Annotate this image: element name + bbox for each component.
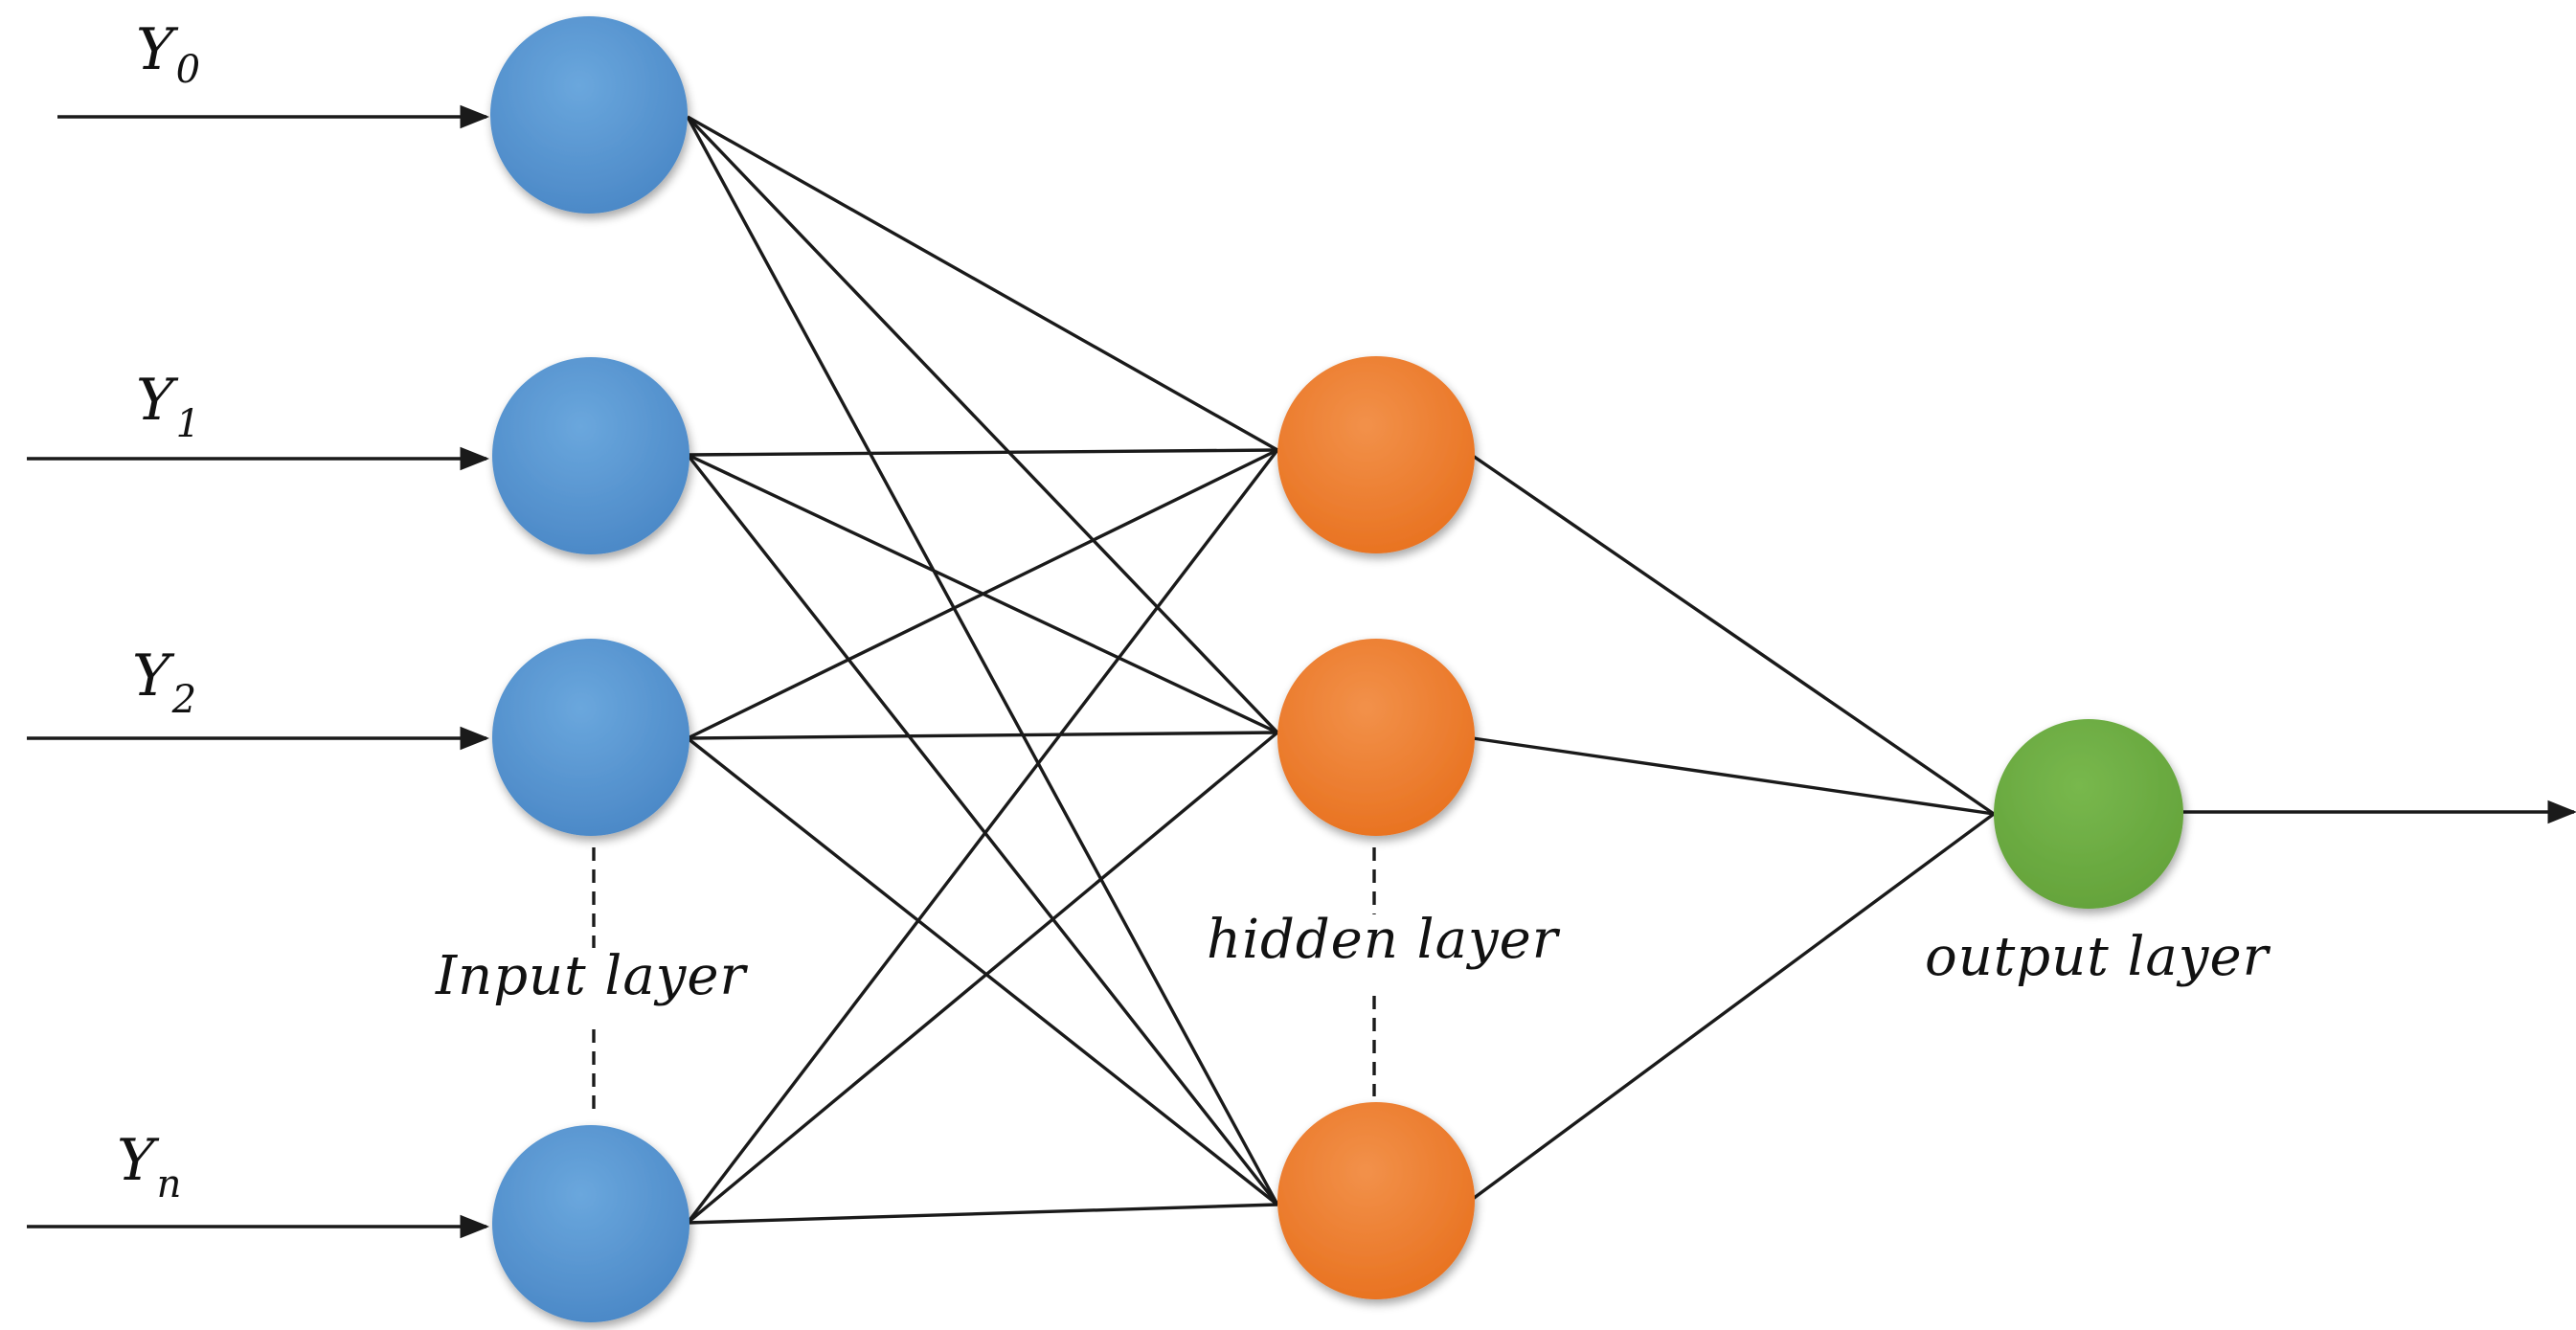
input-variable-labels: Y0 Y1 Y2 Yn — [117, 16, 200, 1206]
edge-inn-h0 — [686, 448, 1279, 1225]
input-label-1-sub: 1 — [176, 402, 200, 446]
edge-in0-h1 — [686, 115, 1279, 734]
input-node-n — [492, 1125, 689, 1322]
input-label-2: Y2 — [132, 642, 196, 722]
edge-in2-h0 — [687, 448, 1278, 740]
input-label-1-base: Y — [136, 367, 179, 434]
output-layer-label: output layer — [1925, 926, 2271, 988]
input-label-0: Y0 — [136, 16, 200, 92]
edge-h2-out — [1471, 812, 1996, 1201]
input-label-n: Yn — [117, 1127, 181, 1206]
input-label-0-sub: 0 — [176, 48, 200, 92]
edge-in0-h0 — [687, 115, 1278, 452]
edge-in0-h2 — [686, 116, 1279, 1206]
hidden-layer-nodes — [1277, 356, 1475, 1299]
input-label-n-sub: n — [157, 1162, 182, 1206]
output-node — [1994, 719, 2183, 909]
edge-in2-h2 — [686, 736, 1279, 1206]
edge-h1-out — [1472, 736, 1995, 816]
input-layer-label: Input layer — [435, 945, 748, 1007]
hidden-layer-label: hidden layer — [1207, 909, 1561, 971]
input-label-n-base: Y — [117, 1127, 160, 1194]
hidden-output-connections — [1471, 454, 1996, 1201]
edge-h0-out — [1472, 454, 1995, 816]
input-node-0 — [490, 16, 688, 214]
input-layer-nodes — [490, 16, 689, 1322]
edge-in2-h1 — [687, 731, 1278, 740]
edge-inn-h1 — [686, 731, 1279, 1225]
edge-in1-h2 — [686, 453, 1279, 1206]
hidden-node-0 — [1277, 356, 1475, 553]
input-label-2-sub: 2 — [171, 678, 196, 722]
input-hidden-connections — [686, 115, 1279, 1225]
input-arrows — [27, 104, 490, 1239]
input-node-2 — [492, 639, 689, 836]
hidden-node-2 — [1277, 1102, 1475, 1299]
input-node-1 — [492, 357, 689, 554]
edge-in1-h0 — [687, 448, 1278, 457]
input-label-2-base: Y — [132, 642, 175, 710]
hidden-node-1 — [1277, 639, 1475, 836]
input-label-0-base: Y — [136, 16, 179, 83]
edge-inn-h2 — [687, 1203, 1278, 1225]
input-label-1: Y1 — [136, 367, 200, 446]
